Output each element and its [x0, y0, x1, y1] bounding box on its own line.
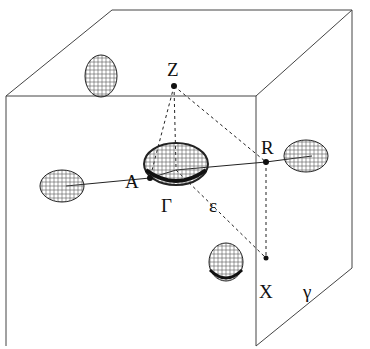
- cube-edges: [6, 10, 352, 346]
- point-label: ε: [208, 196, 218, 215]
- point-label: Z: [166, 60, 180, 79]
- point-label: γ: [302, 282, 312, 301]
- point-label: R: [260, 138, 275, 157]
- point-label: A: [124, 172, 140, 191]
- fermi-pockets: [40, 55, 328, 281]
- point-label: X: [258, 282, 274, 301]
- symmetry-lines: [66, 86, 312, 258]
- symmetry-points: [147, 83, 269, 261]
- point-label: Γ: [160, 196, 173, 215]
